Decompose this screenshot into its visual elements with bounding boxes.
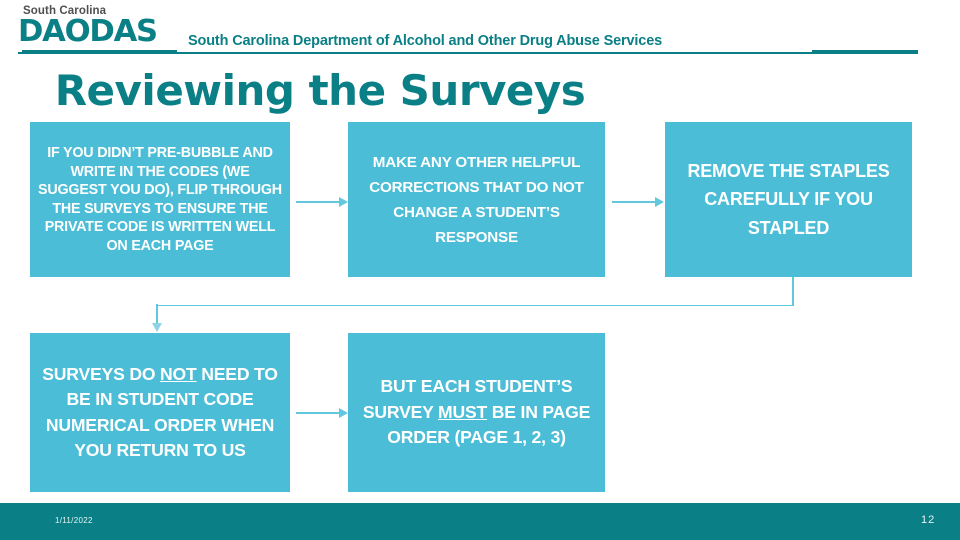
slide-header: South Carolina DAODAS South Carolina Dep… [0,0,960,60]
connector-arrow-2-head-icon [655,197,664,207]
process-box-1: IF YOU DIDN’T PRE-BUBBLE AND WRITE IN TH… [30,122,290,277]
department-title: South Carolina Department of Alcohol and… [188,33,663,49]
logo-state-text: South Carolina [23,5,107,17]
footer-page-number: 12 [921,514,936,526]
logo-acronym-text: DAODAS [18,14,158,49]
process-box-3-text: REMOVE THE STAPLES CAREFULLY IF YOU STAP… [687,160,890,238]
process-box-5: BUT EACH STUDENT’S SURVEY MUST BE IN PAG… [348,333,605,492]
footer-date: 1/11/2022 [55,516,93,525]
connector-arrow-2-line [612,201,656,203]
connector-arrow-3-head-icon [339,408,348,418]
connector-arrow-1-head-icon [339,197,348,207]
process-box-2: MAKE ANY OTHER HELPFUL CORRECTIONS THAT … [348,122,605,277]
process-box-1-text: IF YOU DIDN’T PRE-BUBBLE AND WRITE IN TH… [38,145,282,254]
daodas-logo: South Carolina DAODAS [18,5,178,47]
process-box-3: REMOVE THE STAPLES CAREFULLY IF YOU STAP… [665,122,912,277]
page-title: Reviewing the Surveys [54,66,586,115]
connector-elbow-horizontal [156,304,794,307]
process-box-4: SURVEYS DO NOT NEED TO BE IN STUDENT COD… [30,333,290,492]
header-divider-accent [812,50,918,54]
process-box-4-text: SURVEYS DO NOT NEED TO BE IN STUDENT COD… [42,363,278,461]
connector-elbow-vertical-top [792,277,794,306]
process-box-2-text: MAKE ANY OTHER HELPFUL CORRECTIONS THAT … [369,153,584,246]
process-box-5-text: BUT EACH STUDENT’S SURVEY MUST BE IN PAG… [362,376,591,448]
connector-arrow-3-line [296,412,340,414]
slide-footer-bar [0,503,960,540]
connector-arrow-1-line [296,201,340,203]
connector-elbow-vertical-bottom [156,304,158,325]
connector-elbow-head-icon [151,323,162,332]
header-divider-rule [18,52,918,54]
